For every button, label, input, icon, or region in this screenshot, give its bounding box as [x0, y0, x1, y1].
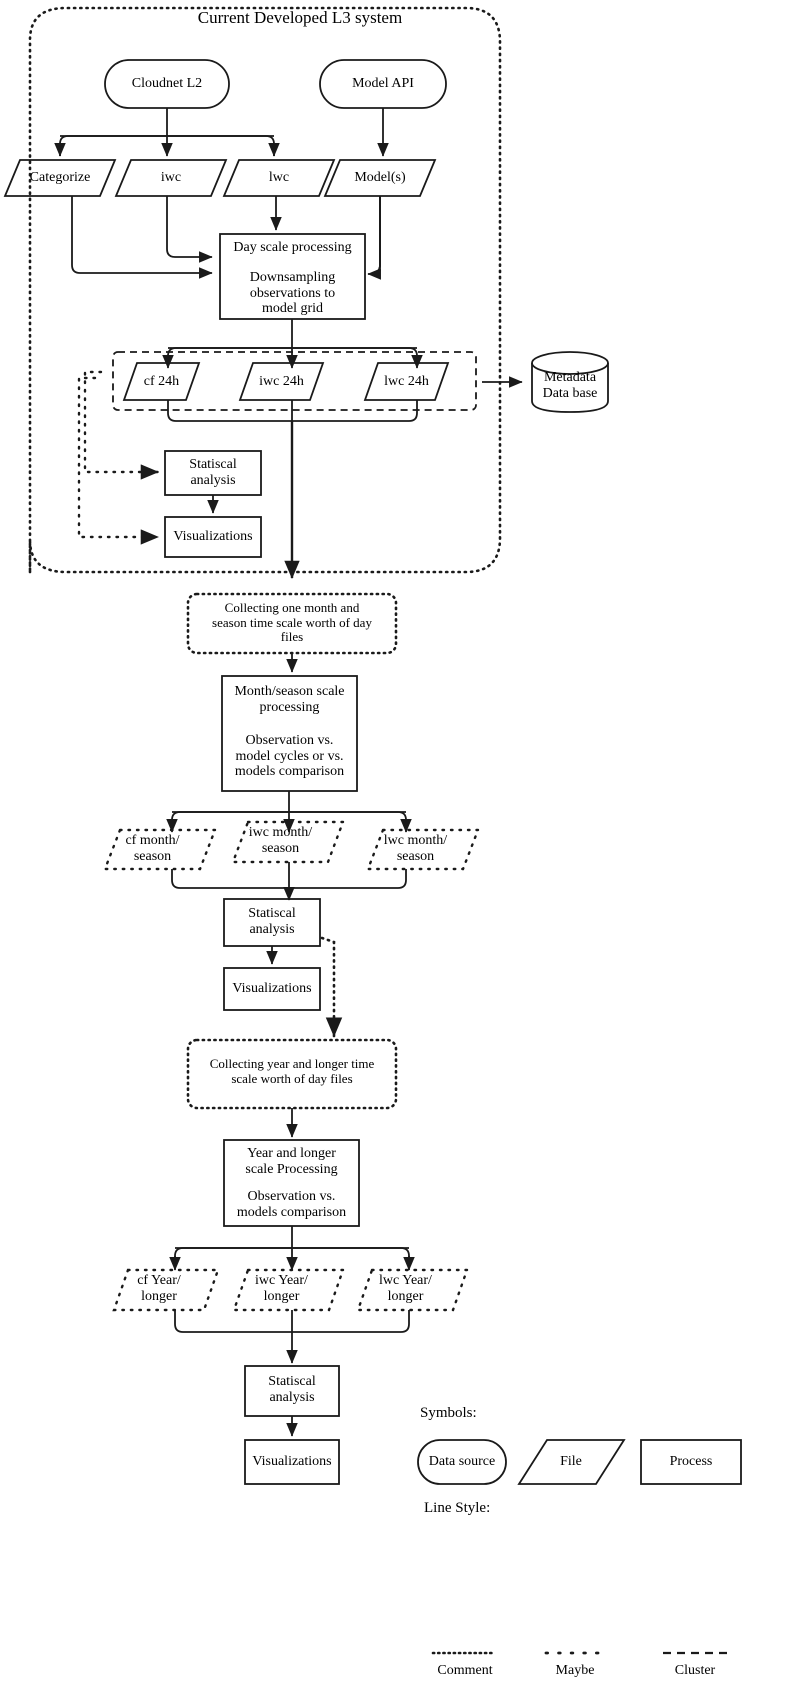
- month-processing-box: [221, 675, 358, 792]
- year-statiscal-analysis-box: [244, 1365, 340, 1417]
- maybe-connector-stat: [83, 370, 160, 480]
- cf-year-shape: [112, 1268, 220, 1312]
- iwc-file-shape: [114, 159, 228, 197]
- model-api-shape: [319, 59, 447, 109]
- month-visualizations-box: [223, 967, 321, 1011]
- iwc-24h-shape: [238, 362, 325, 401]
- day-statiscal-analysis-box: [164, 450, 262, 496]
- day-scale-processing-box: [219, 233, 366, 320]
- models-file-shape: [323, 159, 437, 197]
- cf-month-shape: [103, 828, 217, 871]
- lwc-month-shape: [366, 828, 480, 871]
- cf-24h-shape: [122, 362, 201, 401]
- lwc-file-shape: [222, 159, 336, 197]
- cluster-boundary: [28, 6, 502, 574]
- comment-connector-year: [320, 936, 343, 1038]
- day-output-cluster: [112, 351, 477, 411]
- iwc-year-shape: [232, 1268, 345, 1312]
- legend-data-source-shape: [417, 1439, 507, 1485]
- day-visualizations-box: [164, 516, 262, 558]
- year-processing-box: [223, 1139, 360, 1227]
- lwc-year-shape: [356, 1268, 469, 1312]
- iwc-month-shape: [231, 820, 345, 864]
- cloudnet-l2-shape: [104, 59, 230, 109]
- categorize-shape: [3, 159, 117, 197]
- lwc-24h-shape: [363, 362, 450, 401]
- collect-month-box: [186, 592, 398, 655]
- year-visualizations-box: [244, 1439, 340, 1485]
- metadata-database-shape: [531, 351, 609, 413]
- legend-file-shape: [517, 1439, 626, 1485]
- maybe-connector-viz: [77, 376, 160, 545]
- collect-year-box: [186, 1038, 398, 1110]
- legend-process-shape: [640, 1439, 742, 1485]
- month-statiscal-analysis-box: [223, 898, 321, 947]
